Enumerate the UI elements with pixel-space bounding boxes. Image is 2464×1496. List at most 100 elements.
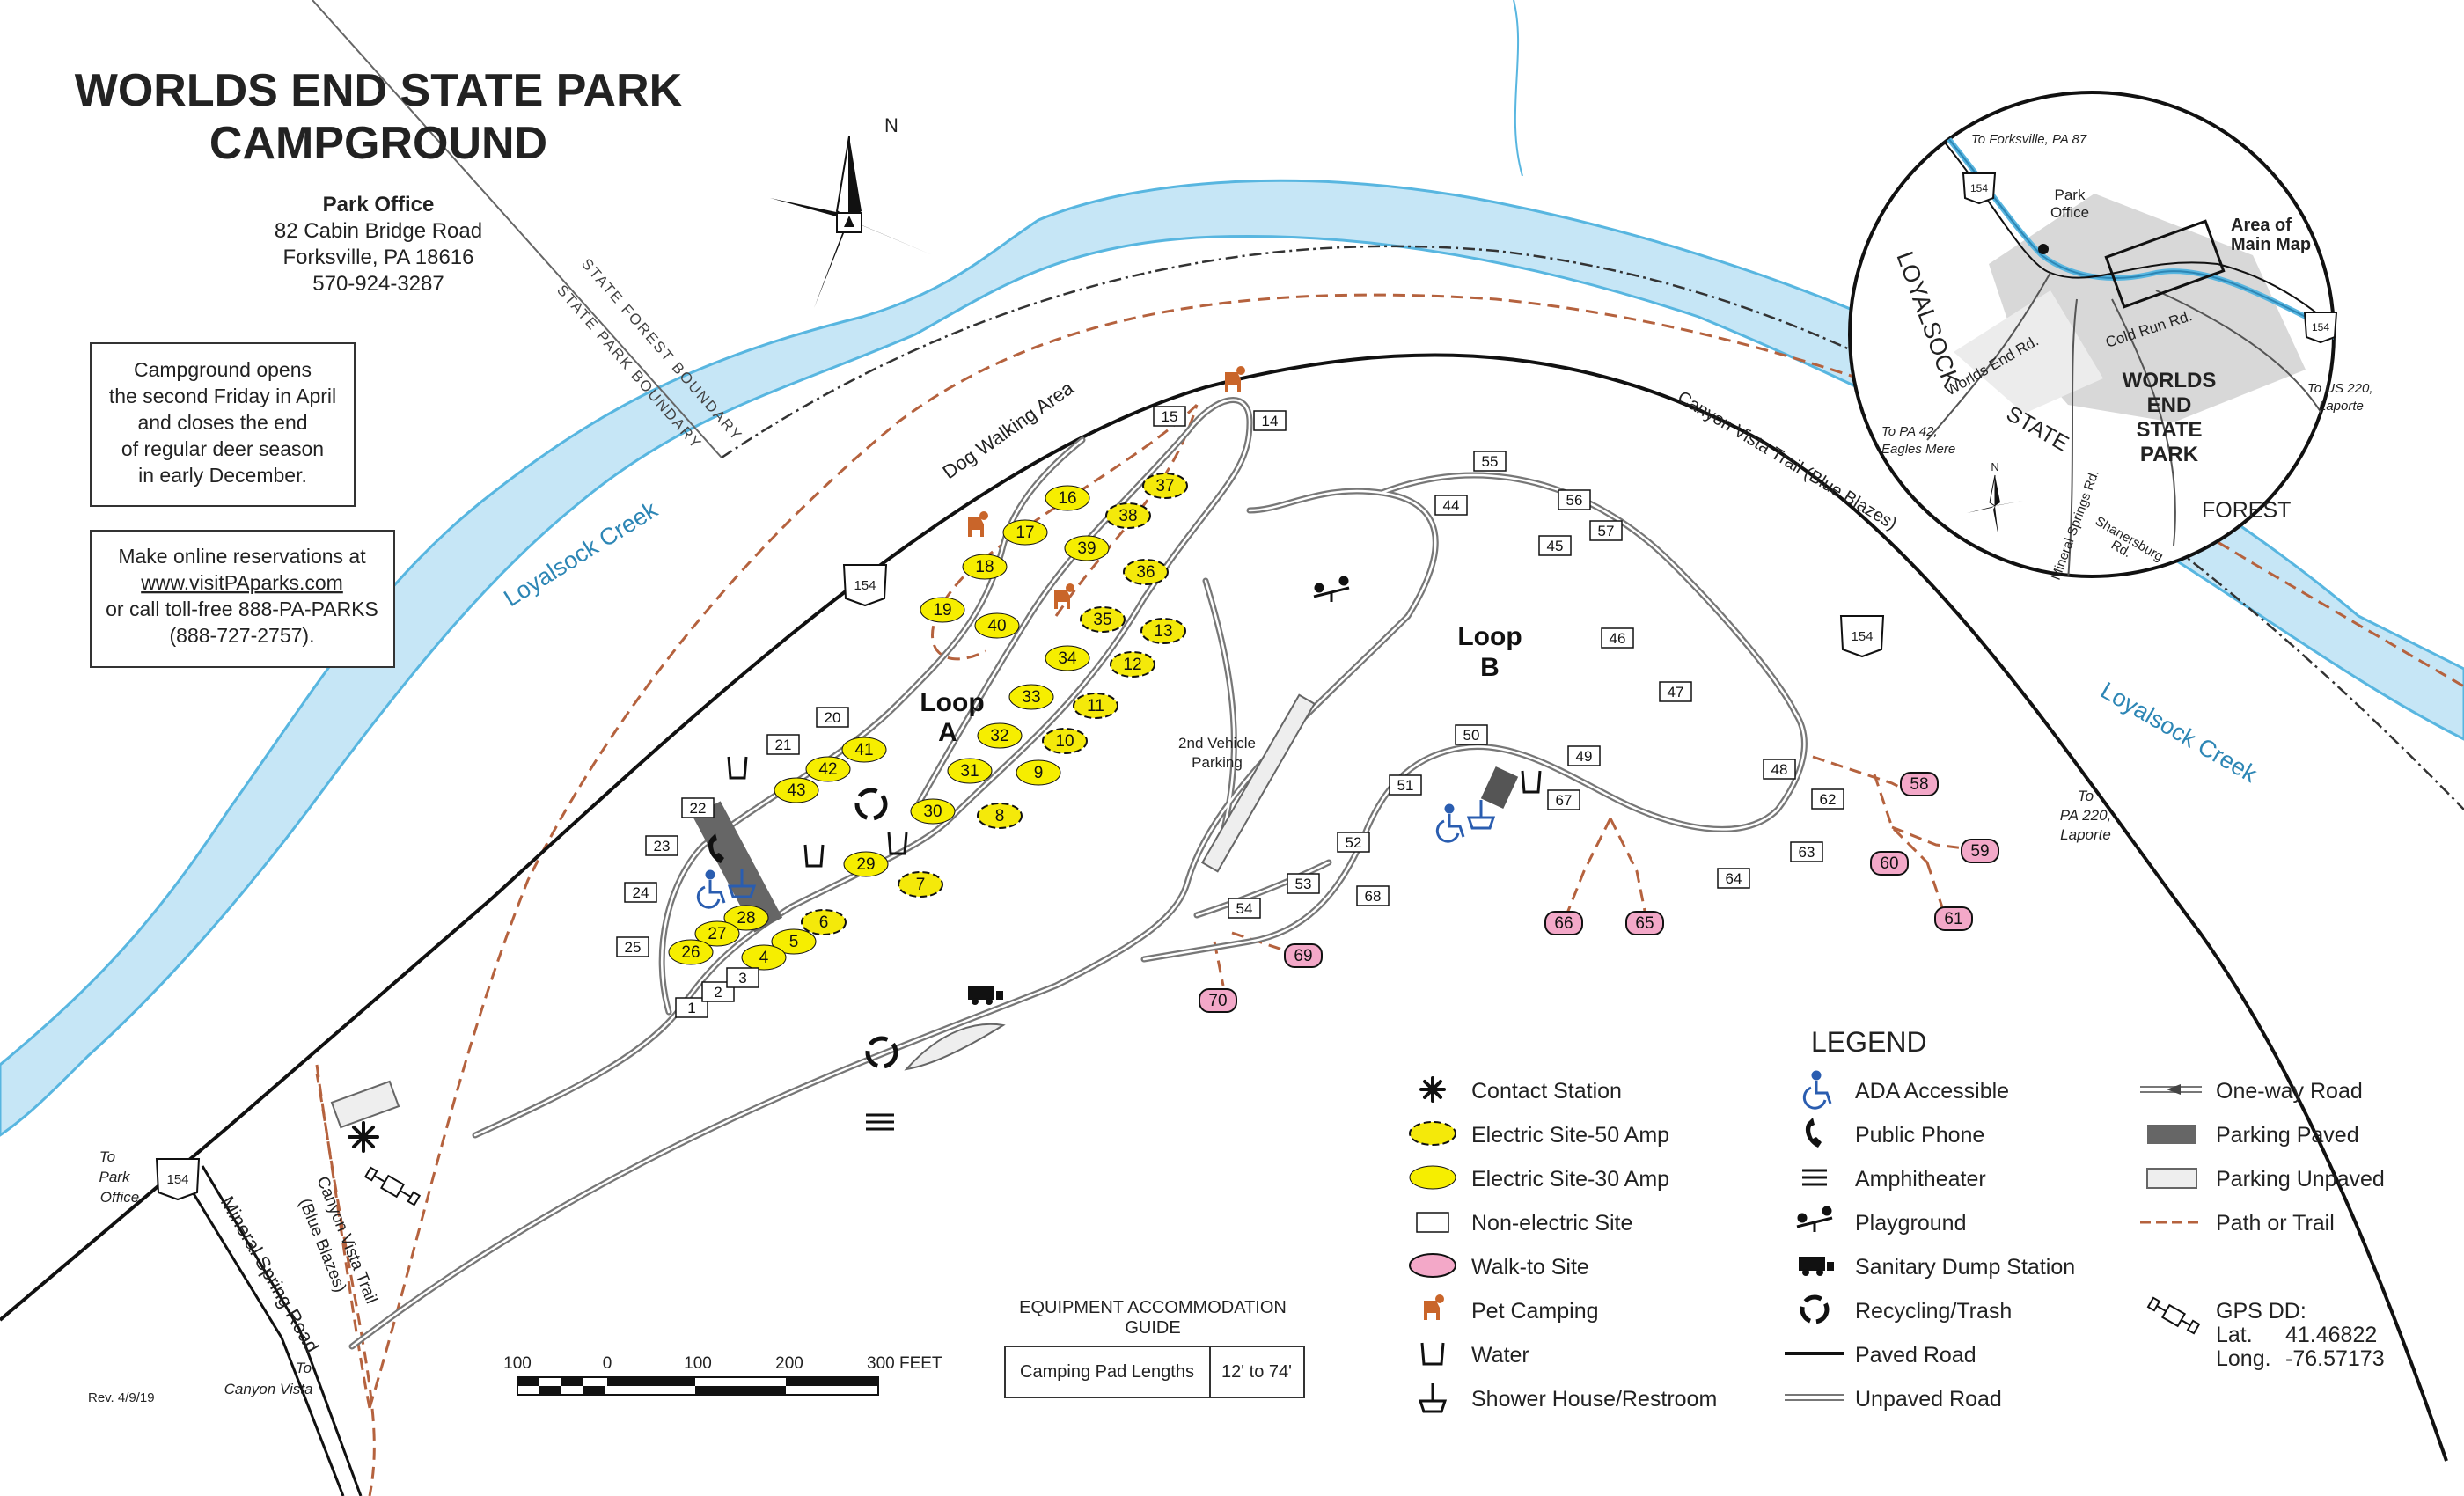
site-number: 49 [1576,748,1593,765]
dump-station-icon [1799,1257,1834,1276]
legend-label: Amphitheater [1855,1167,1986,1192]
reservation-box [90,530,395,668]
campsite-28[interactable] [723,905,769,931]
campsite-45[interactable] [1538,535,1572,556]
campsite-25[interactable] [616,936,649,957]
campsite-70[interactable] [1199,988,1237,1013]
campsite-26[interactable] [668,939,714,965]
campsite-66[interactable] [1544,911,1583,935]
campsite-42[interactable] [805,756,851,782]
legend-label: ADA Accessible [1855,1079,2009,1104]
legend-label: One-way Road [2216,1079,2363,1104]
campsite-3[interactable] [726,967,759,988]
campsite-31[interactable] [947,758,993,784]
amphitheater-icon [866,1113,894,1131]
campsite-39[interactable] [1064,535,1110,561]
campsite-61[interactable] [1934,906,1973,931]
campsite-20[interactable] [816,707,849,728]
campsite-67[interactable] [1547,789,1580,810]
campsite-11[interactable] [1073,693,1118,719]
campsite-56[interactable] [1558,489,1591,510]
campsite-17[interactable] [1002,519,1048,546]
campsite-16[interactable] [1045,485,1090,511]
campsite-50[interactable] [1455,724,1488,745]
campsite-52[interactable] [1337,832,1370,853]
site-number: 4 [759,949,769,967]
campsite-4[interactable] [741,944,787,971]
campsite-44[interactable] [1434,495,1468,516]
campsite-12[interactable] [1110,651,1155,678]
campsite-5[interactable] [771,928,817,955]
unpaved-road-icon [1785,1394,1844,1401]
inset-to-forksville: To Forksville, PA 87 [1971,132,2087,147]
campsite-59[interactable] [1961,839,1999,863]
campsite-21[interactable] [766,734,800,755]
campsite-10[interactable] [1042,728,1088,754]
campsite-1[interactable] [675,997,708,1018]
campsite-63[interactable] [1790,841,1823,862]
campsite-27[interactable] [694,920,740,947]
campsite-30[interactable] [910,798,956,825]
shower-house-icon [727,869,757,898]
campsite-51[interactable] [1389,774,1422,796]
campsite-7[interactable] [898,871,943,898]
campsite-13[interactable] [1140,618,1186,644]
campsite-22[interactable] [681,797,715,818]
legend-label: Pet Camping [1471,1299,1599,1324]
campsite-23[interactable] [645,835,678,856]
campsite-43[interactable] [774,777,819,803]
campsite-68[interactable] [1356,885,1390,906]
site-number: 17 [1016,524,1034,542]
non-electric-icon [1416,1212,1449,1233]
campsite-36[interactable] [1123,559,1169,585]
campsite-60[interactable] [1870,851,1909,876]
to-canyon-vista-label: To [296,1360,312,1376]
campsite-64[interactable] [1717,868,1750,889]
campsite-8[interactable] [977,803,1023,829]
campsite-65[interactable] [1625,911,1664,935]
campsite-53[interactable] [1287,873,1320,894]
campsite-40[interactable] [974,612,1020,639]
walk-to-icon [1409,1253,1456,1278]
to-pa220-label: Laporte [2060,826,2111,843]
dog-walking-label: Dog Walking Area [939,377,1079,483]
route-number: 154 [1851,629,1873,644]
campsite-6[interactable] [801,909,847,935]
campsite-54[interactable] [1228,898,1261,919]
campsite-32[interactable] [977,722,1023,749]
phone-icon [1805,1118,1822,1148]
campsite-9[interactable] [1016,759,1061,786]
campsite-18[interactable] [962,554,1008,580]
site-number: 50 [1463,727,1480,744]
campsite-34[interactable] [1045,645,1090,671]
reservation-url-link[interactable]: www.visitPAparks.com [140,571,343,594]
campsite-38[interactable] [1105,502,1151,529]
legend-label: Playground [1855,1211,1966,1236]
campsite-57[interactable] [1589,520,1623,541]
campsite-19[interactable] [920,597,965,623]
site-number: 33 [1022,688,1040,707]
campsite-33[interactable] [1008,684,1054,710]
campsite-24[interactable] [624,882,657,903]
campsite-15[interactable] [1153,406,1186,427]
inset-park-name: WORLDS [2123,369,2217,392]
campsite-62[interactable] [1811,788,1844,810]
campsite-48[interactable] [1763,759,1796,780]
campsite-69[interactable] [1284,943,1323,968]
campsite-2[interactable] [701,981,735,1002]
inset-north-label: N [1991,460,1998,473]
scale-label: 300 FEET [867,1354,942,1373]
site-number: 20 [825,709,841,726]
campsite-35[interactable] [1080,606,1126,633]
campsite-55[interactable] [1473,451,1507,472]
campsite-46[interactable] [1601,627,1634,649]
campsite-58[interactable] [1900,772,1939,796]
gps-satellite-icon [2146,1296,2201,1335]
campsite-41[interactable] [841,737,887,763]
pet-camping-icon [968,511,988,537]
campsite-47[interactable] [1659,681,1692,702]
campsite-37[interactable] [1142,473,1188,499]
campsite-14[interactable] [1253,410,1287,431]
campsite-49[interactable] [1567,745,1601,766]
campsite-29[interactable] [843,851,889,877]
